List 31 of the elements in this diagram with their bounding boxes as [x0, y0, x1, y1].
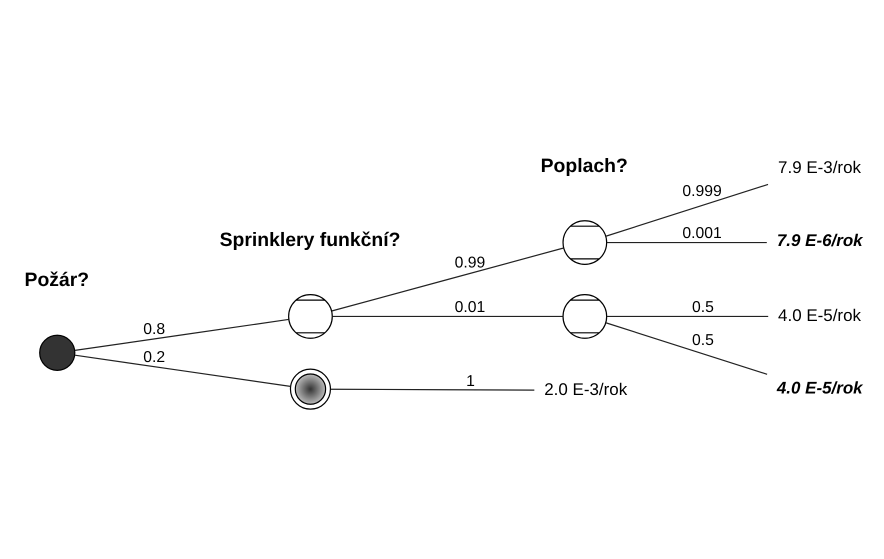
label: Sprinklery funkční? — [219, 228, 400, 251]
label: Poplach? — [540, 155, 628, 178]
edge-label: 0.999 — [682, 182, 722, 200]
node-text: 7.9 E-3/rok — [778, 158, 860, 178]
node-circle — [562, 294, 607, 339]
node-text: 4.0 E-5/rok — [778, 306, 860, 325]
connector — [330, 388, 534, 391]
node-text: 4.0 E-5/rok — [776, 378, 862, 398]
connector — [606, 316, 768, 318]
connector — [332, 316, 562, 318]
edge-label: 0.5 — [692, 299, 714, 316]
connector — [605, 184, 768, 237]
edge-label: 0.8 — [142, 320, 165, 338]
connector — [331, 247, 564, 312]
edge-label: 0.2 — [142, 348, 165, 366]
node-circle — [288, 294, 332, 339]
edge-label: 0.5 — [692, 332, 714, 349]
node-circle — [38, 334, 75, 371]
label: Požár? — [24, 268, 89, 291]
node-text: 7.9 E-6/rok — [776, 230, 862, 250]
edge-label: 0.99 — [454, 254, 485, 272]
connector — [605, 322, 767, 375]
edge-label: 1 — [466, 372, 474, 390]
node-text: 2.0 E-3/rok — [544, 380, 627, 399]
edge-label: 0.001 — [682, 225, 722, 242]
node-circle — [562, 220, 607, 265]
node-circle — [289, 368, 331, 410]
connector — [74, 354, 290, 387]
edge-label: 0.01 — [454, 299, 485, 316]
connector — [74, 318, 288, 351]
connector — [606, 242, 766, 244]
